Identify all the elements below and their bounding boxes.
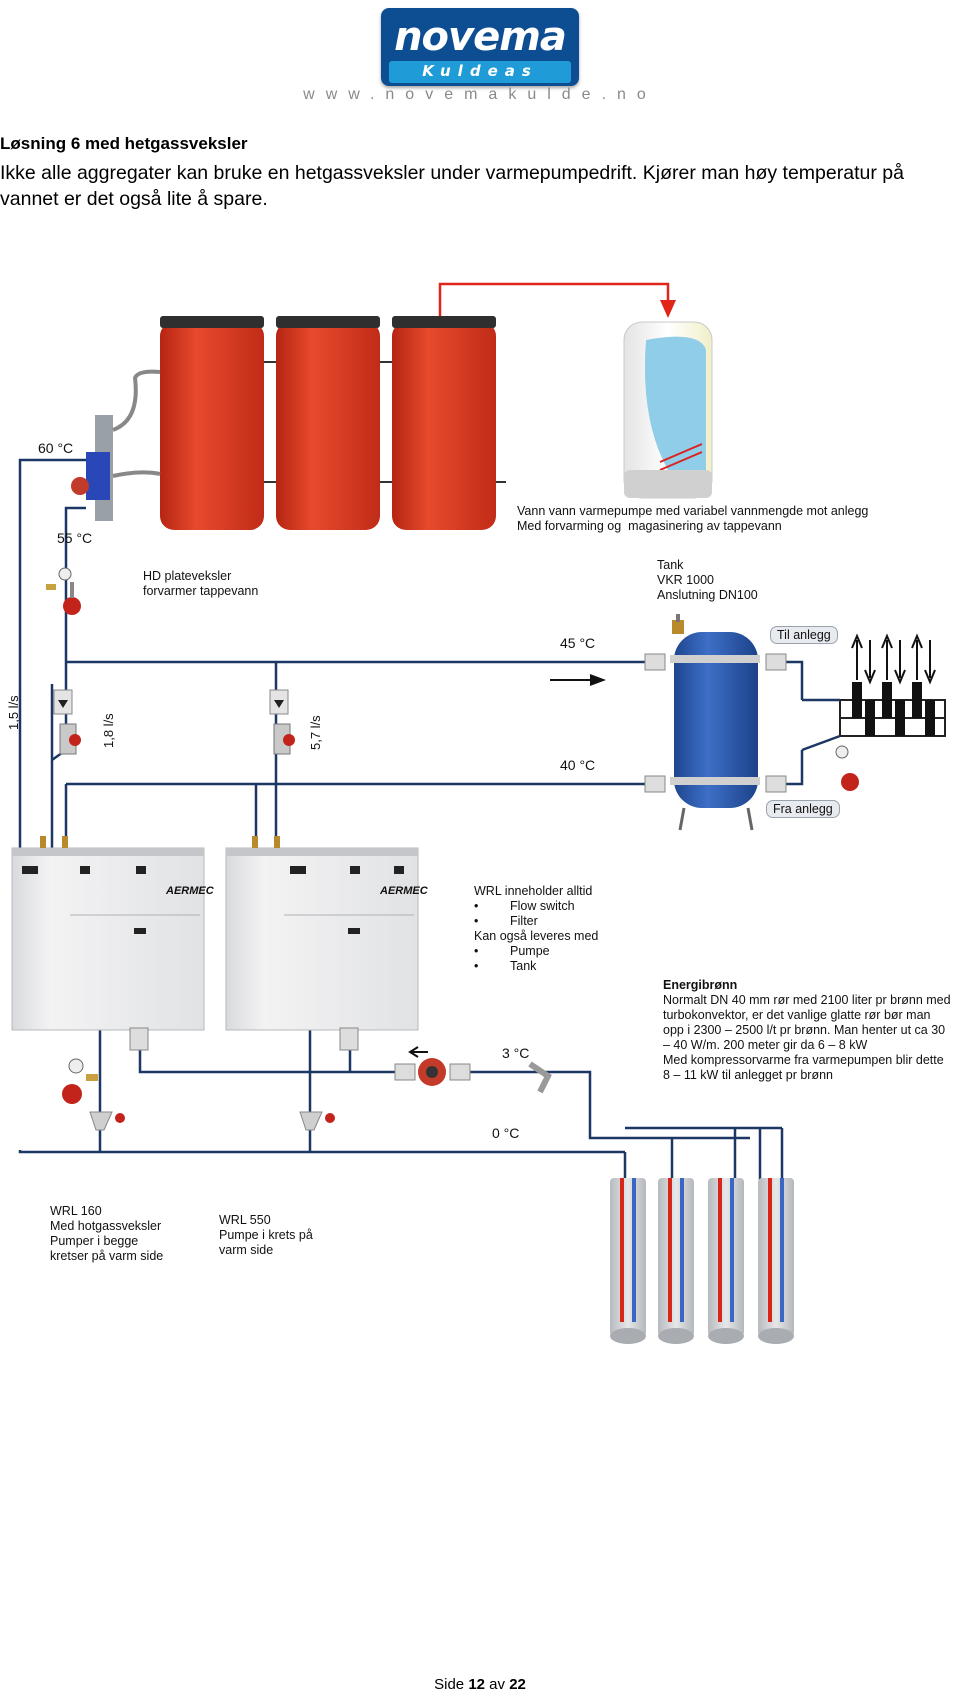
logo-sub-text: Kuldeas xyxy=(422,62,538,80)
fra-anlegg-tag: Fra anlegg xyxy=(766,800,840,818)
wrl-item-2: Filter xyxy=(510,914,538,928)
temp-0-label: 0 °C xyxy=(492,1125,520,1141)
footer-prefix: Side xyxy=(434,1676,465,1693)
footer-total-pages: 22 xyxy=(509,1676,526,1693)
section-heading: Løsning 6 med hetgassveksler xyxy=(0,134,248,153)
page-footer: Side 12 av 22 xyxy=(0,1676,960,1693)
unit-2-brand: AERMEC xyxy=(380,885,428,897)
wrl-optional-title: Kan også leveres med xyxy=(474,929,599,943)
intro-paragraph: Ikke alle aggregater kan bruke en hetgas… xyxy=(0,162,904,210)
water-heater xyxy=(623,321,713,499)
temp-40-label: 40 °C xyxy=(560,757,596,773)
brine-pump-and-filter xyxy=(129,1027,552,1094)
flow-rate-2: 1,8 l/s xyxy=(101,713,116,748)
wrl-optional-item-1: Pumpe xyxy=(510,944,550,958)
hd-plate-exchanger xyxy=(71,369,161,521)
heat-pump-unit-1 xyxy=(11,836,205,1031)
temp-45-label: 45 °C xyxy=(560,635,596,651)
logo-main-text: novema xyxy=(394,14,567,60)
wrl550-label: WRL 550 Pumpe i krets på varm side xyxy=(219,1213,313,1257)
wrl-bullet-4: • xyxy=(474,959,479,973)
wrl-item-1: Flow switch xyxy=(510,899,575,913)
energibronn-title: Energibrønn xyxy=(663,978,738,992)
pipework xyxy=(18,458,804,1185)
wrl-bullet-3: • xyxy=(474,944,479,958)
energibronn-text: Normalt DN 40 mm rør med 2100 liter pr b… xyxy=(663,993,951,1082)
unit-1-brand: AERMEC xyxy=(166,885,214,897)
flow-rate-1: 1,5 l/s xyxy=(6,695,21,730)
flow-rate-3: 5,7 l/s xyxy=(308,715,323,750)
brine-balancing-valves xyxy=(89,1111,335,1131)
tank-label: Tank VKR 1000 Anslutning DN100 xyxy=(657,558,758,602)
footer-page-number: 12 xyxy=(468,1676,485,1693)
logo-bar xyxy=(389,61,571,83)
temp-60-label: 60 °C xyxy=(38,440,74,456)
heat-pump-unit-2 xyxy=(225,836,419,1031)
til-anlegg-tag: Til anlegg xyxy=(770,626,838,644)
balancing-valves xyxy=(53,689,295,755)
hd-exchanger-label: HD plateveksler forvarmer tappevann xyxy=(143,569,259,598)
wrl-title: WRL inneholder alltid xyxy=(474,884,593,898)
water-heater-label: Vann vann varmepumpe med variabel vannme… xyxy=(517,504,869,533)
wrl-bullet-1: • xyxy=(474,899,479,913)
expansion-vessel-top xyxy=(46,567,81,615)
brine-expansion-vessel xyxy=(62,1058,98,1104)
wrl-bullet-2: • xyxy=(474,914,479,928)
accumulator-tanks xyxy=(160,316,506,530)
hot-water-supply-line xyxy=(438,282,676,318)
wrl160-label: WRL 160 Med hotgassveksler Pumper i begg… xyxy=(50,1204,164,1263)
temp-3-label: 3 °C xyxy=(502,1045,530,1061)
wrl-optional-item-2: Tank xyxy=(510,959,537,973)
flow-direction-arrow xyxy=(550,674,606,686)
consumer-manifold xyxy=(801,633,946,791)
buffer-tank xyxy=(644,614,787,831)
novema-logo: novema Kuldeas xyxy=(381,8,579,86)
website-url: www.novemakulde.no xyxy=(303,86,657,103)
footer-separator: av xyxy=(489,1676,506,1693)
energy-wells xyxy=(610,1178,794,1344)
temp-55-label: 55 °C xyxy=(57,530,93,546)
